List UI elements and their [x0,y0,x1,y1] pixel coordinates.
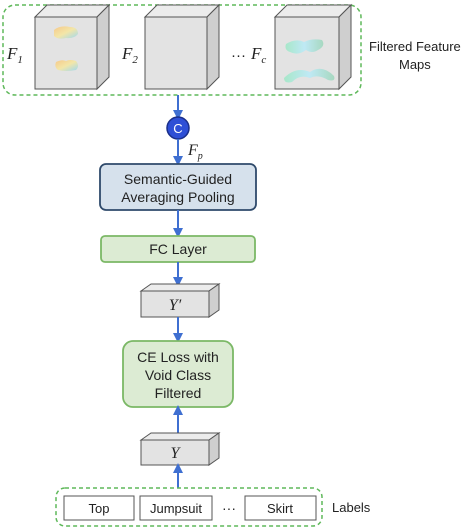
segmentation-blob-upper [285,39,324,54]
segmentation-blob-lower [284,68,335,83]
segmentation-blob-bottom [55,60,78,71]
labels-dashed-box [55,487,323,527]
target-cuboid [139,432,221,466]
label-box-top [63,495,135,521]
feature-map-cube-2 [143,3,221,91]
label-box-jumpsuit [139,495,213,521]
feature-map-label-1: F1 [6,44,23,66]
loss-label-line2: Void Class [145,367,211,383]
labels-caption: Labels [332,500,371,515]
feature-maps-caption-line2: Maps [399,57,431,72]
target-label: Y [171,445,182,462]
prediction-label: Y′ [169,297,182,314]
segmentation-blob-top [54,26,78,39]
prediction-cuboid [139,283,221,318]
concat-symbol: C [173,121,182,136]
pooled-feature-label: Fp [187,142,203,162]
loss-label-line3: Filtered [155,385,202,401]
feature-map-label-c: Fc [250,44,266,66]
label-box-skirt [244,495,317,521]
pooling-label-line1: Semantic-Guided [124,171,232,187]
fc-layer-label: FC Layer [149,241,207,257]
feature-map-label-2: F2 [121,44,138,66]
feature-map-cube-c [273,3,353,91]
label-text-skirt: Skirt [267,501,293,516]
loss-label-line1: CE Loss with [137,349,219,365]
feature-maps-dashed-box [2,4,362,96]
label-text-top: Top [89,501,110,516]
labels-ellipsis: ··· [222,500,236,516]
feature-maps-caption-line1: Filtered Feature [369,39,461,54]
feature-maps-ellipsis: ··· [231,47,246,64]
label-text-jumpsuit: Jumpsuit [150,501,202,516]
pooling-label-line2: Averaging Pooling [121,189,234,205]
feature-map-cube-1 [33,3,111,91]
